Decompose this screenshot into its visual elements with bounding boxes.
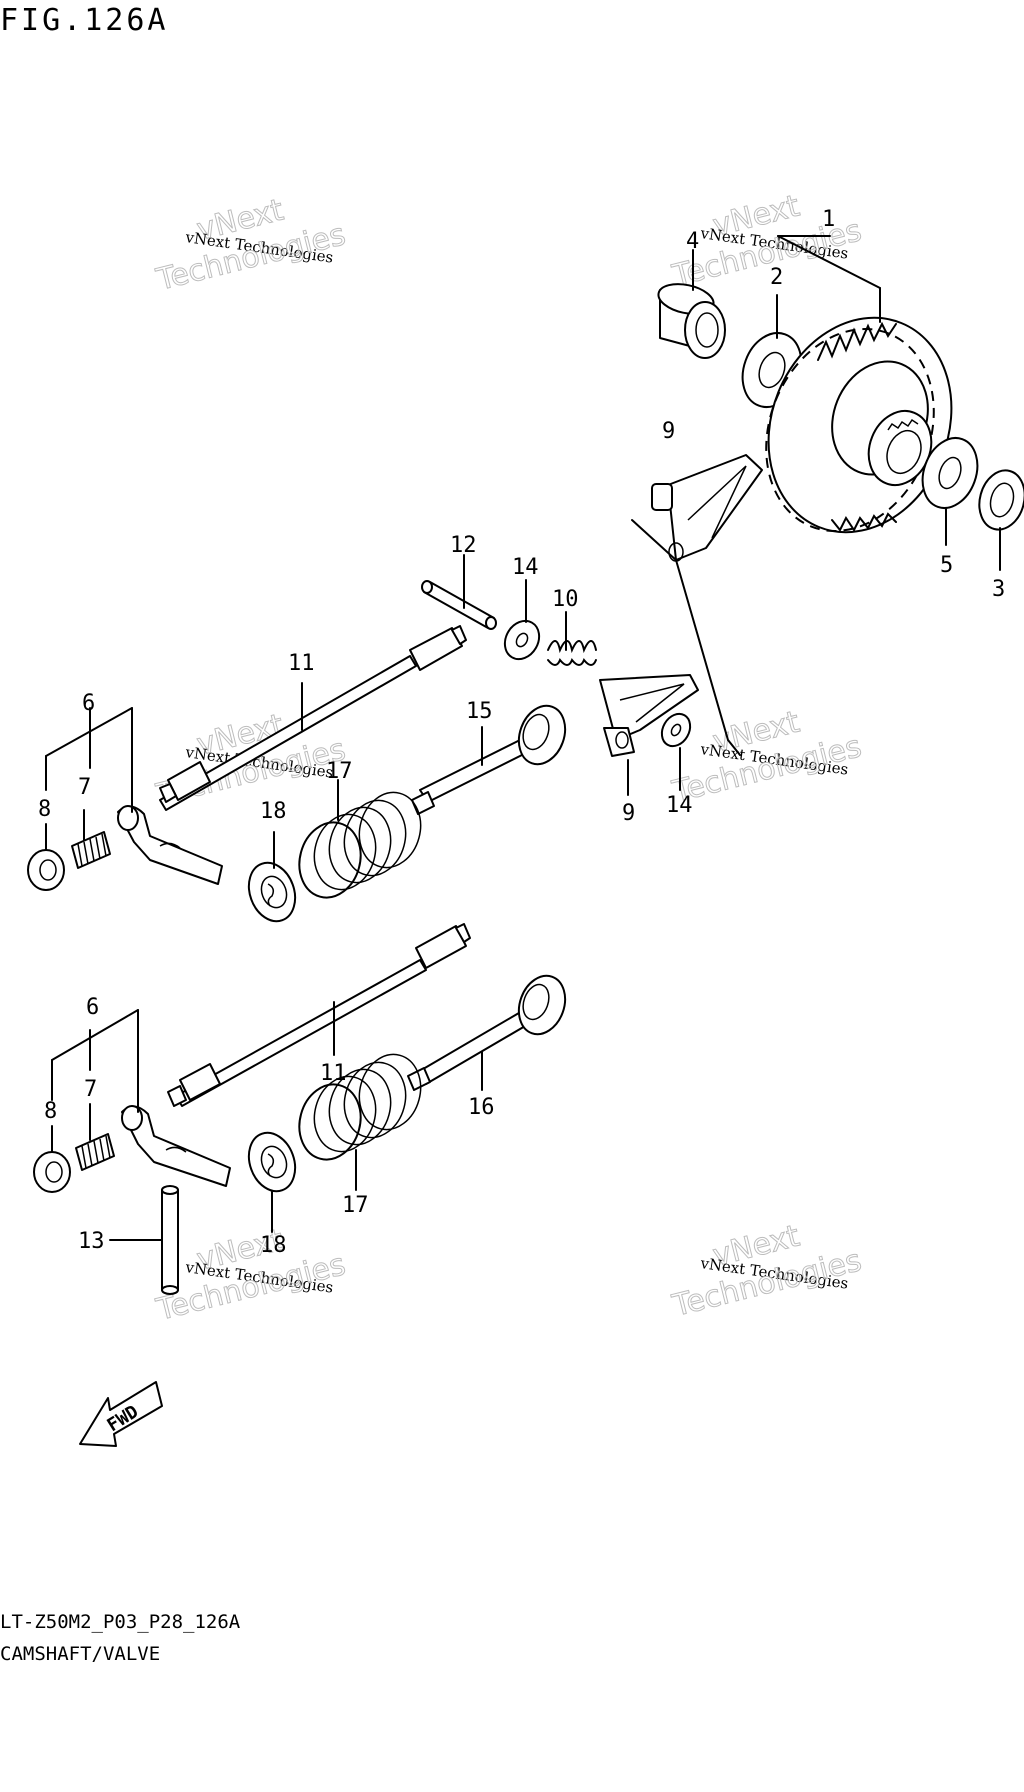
part-14-washer-lower: [660, 712, 692, 748]
callout-7: 7: [78, 775, 91, 800]
callout-1: 1: [822, 207, 835, 232]
reference-line: [631, 519, 741, 756]
part-13-pin: [161, 1185, 179, 1295]
part-18-retainer-upper: [247, 861, 297, 923]
callout-9: 9: [662, 419, 675, 444]
part-16-valve: [407, 974, 567, 1091]
leader-lines-camshaft: [692, 235, 1001, 571]
part-8-nut-upper: [27, 849, 65, 891]
part-17-spring-upper: [298, 791, 422, 899]
leader-lines-valves: [45, 554, 681, 1241]
part-18-retainer-lower: [247, 1131, 297, 1193]
callout-13: 13: [78, 1229, 105, 1254]
watermark-bottom-right: vNext vNext Technologies Technologies: [668, 1218, 865, 1324]
callout-18: 18: [260, 799, 287, 824]
figure-title: FIG.126A: [0, 3, 169, 38]
part-15-valve: [411, 704, 567, 815]
callout-labels: 1 4 2 9 5 3 12 14 10 11 15 6 7 8 17 18 9…: [38, 207, 1005, 1258]
callout-8: 8: [38, 797, 51, 822]
callout-11: 11: [288, 651, 315, 676]
section-name: CAMSHAFT/VALVE: [0, 1643, 160, 1665]
callout-10: 10: [552, 587, 579, 612]
callout-14: 14: [666, 793, 693, 818]
fwd-arrow-icon: FWD: [79, 1381, 163, 1447]
callout-12: 12: [450, 533, 477, 558]
part-7-adjuster-upper: [71, 831, 111, 869]
part-10-spring: [547, 640, 597, 666]
part-6-rocker-arm-upper: [117, 805, 223, 885]
watermark-bottom-left: vNext vNext Technologies Technologies: [152, 1222, 349, 1328]
part-9-bracket-lower: [599, 674, 699, 757]
part-5-washer: [921, 437, 979, 509]
part-3-bearing: [978, 469, 1024, 531]
callout-8: 8: [44, 1099, 57, 1124]
callout-6: 6: [86, 995, 99, 1020]
callout-17: 17: [326, 759, 353, 784]
watermark-mid-right: vNext vNext Technologies Technologies: [668, 704, 865, 810]
callout-7: 7: [84, 1077, 97, 1102]
watermark-top-left: vNext vNext Technologies Technologies: [152, 192, 349, 298]
watermark-top-right: vNext vNext Technologies Technologies: [668, 188, 865, 294]
callout-9: 9: [622, 801, 635, 826]
part-6-rocker-arm-lower: [121, 1105, 231, 1187]
callout-15: 15: [466, 699, 493, 724]
part-7-adjuster-lower: [75, 1133, 115, 1171]
callout-2: 2: [770, 265, 783, 290]
callout-11: 11: [320, 1061, 347, 1086]
part-11-shaft-upper: [159, 625, 467, 811]
callout-16: 16: [468, 1095, 495, 1120]
part-9-bracket-upper: [651, 454, 763, 562]
callout-18: 18: [260, 1233, 287, 1258]
callout-14: 14: [512, 555, 539, 580]
model-code: LT-Z50M2_P03_P28_126A: [0, 1611, 241, 1633]
part-8-nut-lower: [33, 1151, 71, 1193]
part-4-bushing: [657, 283, 726, 359]
callout-3: 3: [992, 577, 1005, 602]
part-17-spring-lower: [298, 1053, 422, 1161]
callout-4: 4: [686, 229, 699, 254]
callout-17: 17: [342, 1193, 369, 1218]
part-11-shaft-lower: [167, 923, 471, 1107]
part-14-washer-upper: [503, 619, 541, 661]
callout-5: 5: [940, 553, 953, 578]
part-1-camshaft-gear: [765, 316, 953, 534]
callout-6: 6: [82, 691, 95, 716]
part-12-pin: [421, 580, 497, 630]
